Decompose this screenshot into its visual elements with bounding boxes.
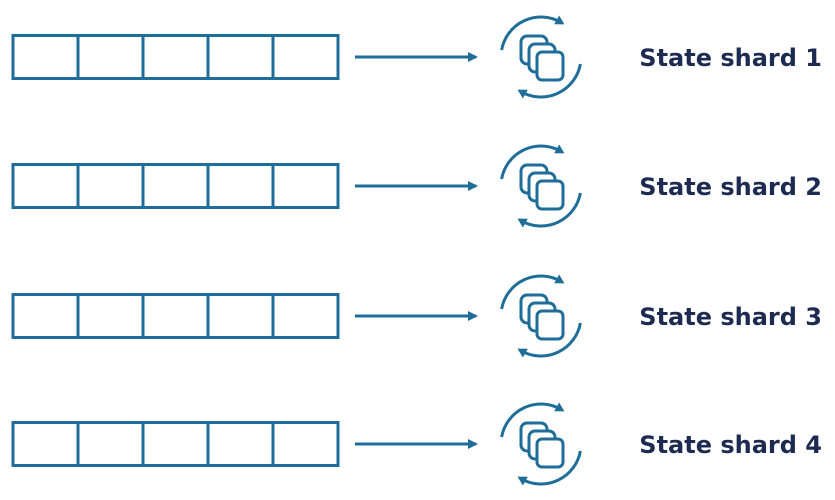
shard-row: State shard 4 [11,402,822,486]
queue-cell [271,421,340,467]
queue-cell [11,421,80,467]
shard-label: State shard 1 [639,44,822,72]
queue-cell [141,34,210,80]
shard-rows: State shard 1 State shard 2 State shard 3 S… [11,15,822,486]
queue-cell [76,421,145,467]
shard-label: State shard 2 [639,173,822,201]
message-queue [11,421,340,467]
state-sync-icon [500,144,582,228]
queue-cell [76,163,145,209]
state-sync-icon [500,402,582,486]
message-queue [11,293,340,339]
queue-cell [206,34,275,80]
queue-cell [206,421,275,467]
queue-cell [271,293,340,339]
shard-label: State shard 4 [639,431,822,459]
queue-cell [11,293,80,339]
shard-label: State shard 3 [639,303,822,331]
shard-row: State shard 1 [11,15,822,99]
queue-cell [206,293,275,339]
message-queue [11,34,340,80]
state-sync-icon [500,15,582,99]
queue-cell [141,163,210,209]
shard-row: State shard 3 [11,274,822,358]
queue-cell [271,34,340,80]
shard-row: State shard 2 [11,144,822,228]
queue-cell [11,34,80,80]
queue-cell [141,421,210,467]
queue-cell [11,163,80,209]
queue-cell [271,163,340,209]
message-queue [11,163,340,209]
queue-cell [206,163,275,209]
queue-cell [76,293,145,339]
queue-cell [76,34,145,80]
state-sync-icon [500,274,582,358]
queue-cell [141,293,210,339]
